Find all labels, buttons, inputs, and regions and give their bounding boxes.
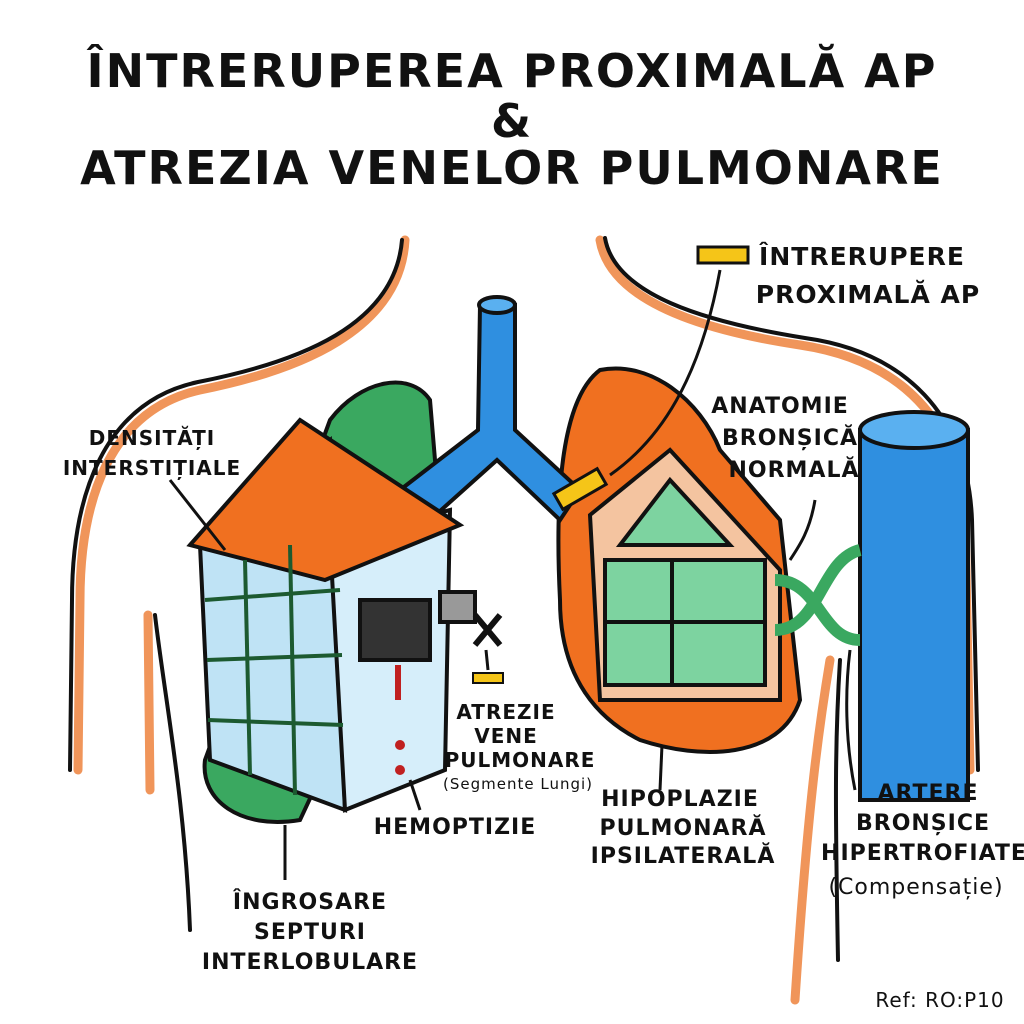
label-line: ÎNTRERUPERE xyxy=(759,242,965,271)
label-line: HIPOPLAZIE xyxy=(601,787,759,812)
reference-code: Ref: RO:P10 xyxy=(875,988,1005,1012)
label-line: SEPTURI xyxy=(254,920,366,945)
label-line: NORMALĂ xyxy=(728,458,860,483)
label-line: (Compensație) xyxy=(828,875,1004,900)
label-line: IPSILATERALĂ xyxy=(590,844,776,869)
damaged-house-left-lung xyxy=(186,417,477,813)
barrier-icon xyxy=(472,245,750,684)
aorta xyxy=(858,410,970,802)
trachea xyxy=(396,295,583,524)
label-line: DENSITĂȚI xyxy=(88,426,216,450)
label-line: PROXIMALĂ AP xyxy=(755,280,981,309)
dollhouse-right-lung xyxy=(587,447,782,702)
label-line: ANATOMIE xyxy=(711,394,849,419)
label-line: BRONȘICE xyxy=(855,811,991,836)
label-line: PULMONARE xyxy=(444,748,596,772)
label-line: VENE xyxy=(474,724,538,748)
label-line: ATREZIE xyxy=(456,700,556,724)
bronchial-arteries xyxy=(774,544,863,646)
title-line-3: ATREZIA VENELOR PULMONARE xyxy=(80,141,944,195)
title-line-1: ÎNTRERUPEREA PROXIMALĂ AP xyxy=(86,44,938,98)
label-line: (Segmente Lungi) xyxy=(443,775,593,793)
title-line-2: & xyxy=(490,94,534,148)
label-line: ARTERE xyxy=(877,781,979,806)
label-line: BRONȘICĂ xyxy=(721,426,859,451)
label-line: INTERLOBULARE xyxy=(201,950,419,975)
label-hemoptizie: HEMOPTIZIE xyxy=(373,815,537,840)
label-line: PULMONARĂ xyxy=(599,816,767,841)
label-line: HIPERTROFIATE xyxy=(821,841,1024,866)
label-line: ÎNGROSARE xyxy=(232,890,388,915)
label-line: INTERSTIȚIALE xyxy=(62,456,242,480)
body-outline xyxy=(68,235,980,1005)
blocked-vein-x-icon xyxy=(472,613,503,647)
annotation-arrows xyxy=(168,269,857,880)
